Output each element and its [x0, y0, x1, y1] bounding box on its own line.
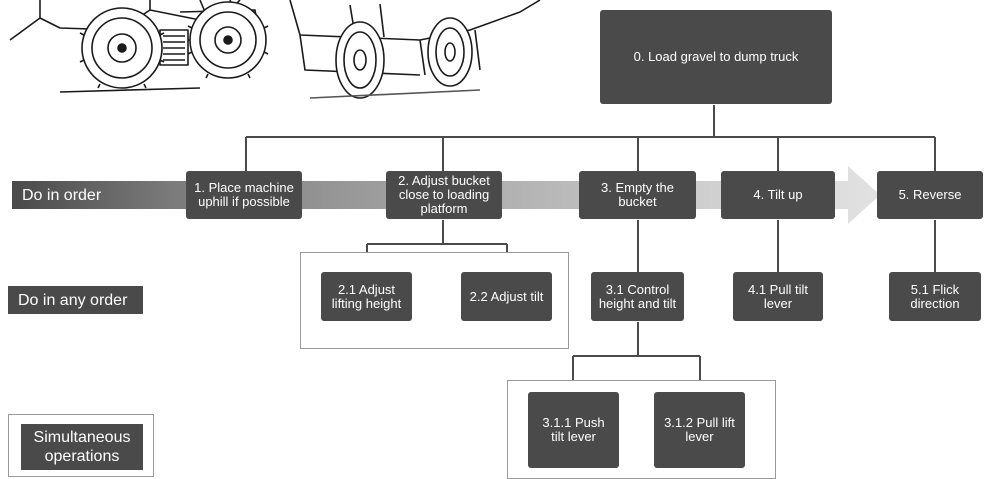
substep-node-5-1: 5.1 Flick direction	[889, 272, 981, 321]
root-node: 0. Load gravel to dump truck	[600, 10, 832, 104]
legend-do-in-any-order: Do in any order	[8, 286, 143, 314]
substep-node-4-1: 4.1 Pull tilt lever	[733, 272, 823, 321]
legend-simultaneous: Simultaneous operations	[21, 424, 143, 470]
wheel-loader-illustration	[9, 0, 541, 99]
step-node-2: 2. Adjust bucket close to loading platfo…	[386, 171, 502, 219]
step-node-5: 5. Reverse	[877, 171, 983, 219]
substep-node-2-1: 2.1 Adjust lifting height	[321, 272, 412, 321]
substep-node-3-1: 3.1 Control height and tilt	[591, 272, 684, 321]
substep-node-3-1-2: 3.1.2 Pull lift lever	[654, 392, 745, 468]
substep-node-3-1-1: 3.1.1 Push tilt lever	[528, 392, 619, 468]
step-node-4: 4. Tilt up	[721, 171, 835, 219]
step-node-1: 1. Place machine uphill if possible	[186, 171, 302, 219]
legend-do-in-order: Do in order	[22, 186, 102, 204]
step-node-3: 3. Empty the bucket	[579, 171, 696, 219]
substep-node-2-2: 2.2 Adjust tilt	[461, 272, 552, 321]
